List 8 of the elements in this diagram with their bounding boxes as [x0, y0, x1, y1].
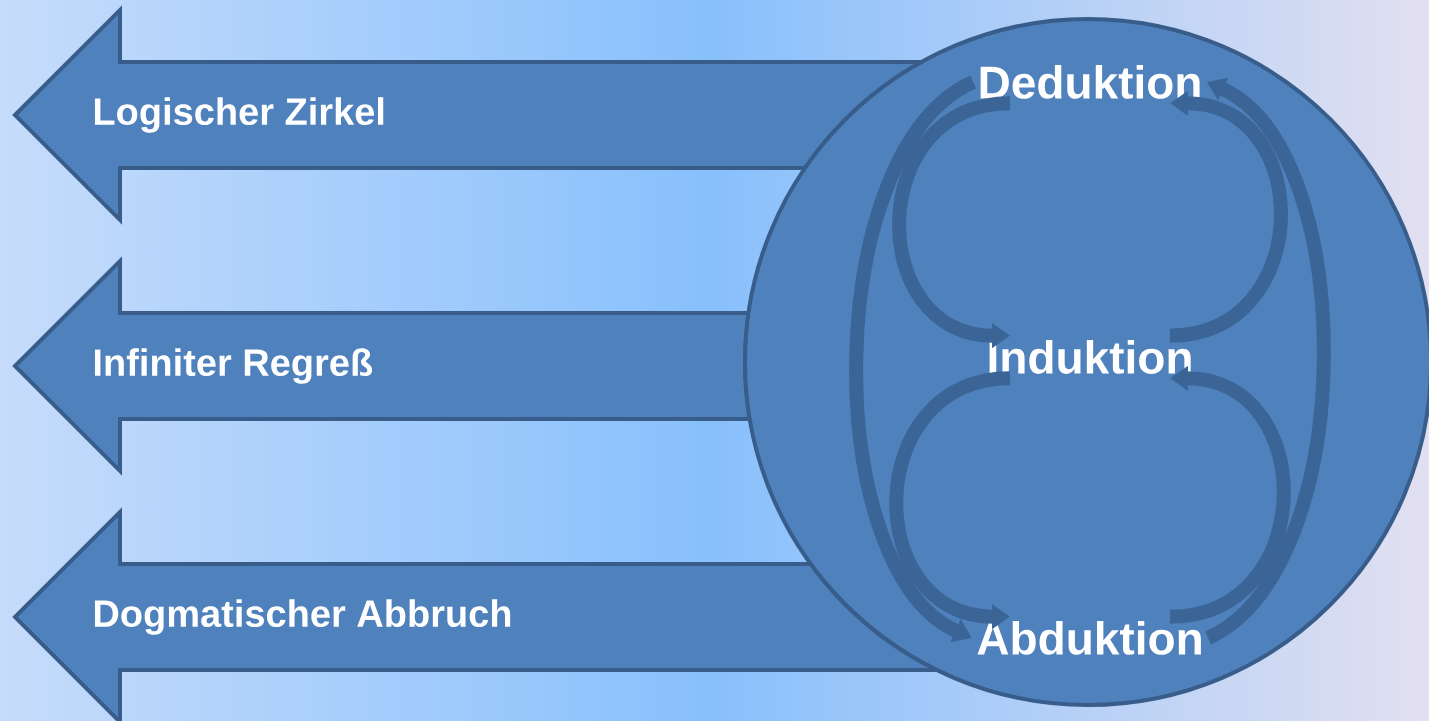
label-banner: Dogmatischer Abbruch — [13, 510, 940, 721]
term-label: Induktion — [989, 340, 1191, 374]
term-label: Abduktion — [977, 621, 1201, 655]
term-label: Deduktion — [980, 65, 1200, 99]
circle — [743, 17, 1429, 707]
node-label: Dogmatischer Abbruch — [94, 599, 511, 635]
label-banner: Infiniter Regreß — [13, 259, 752, 473]
label-banner: Logischer Zirkel — [13, 8, 924, 222]
